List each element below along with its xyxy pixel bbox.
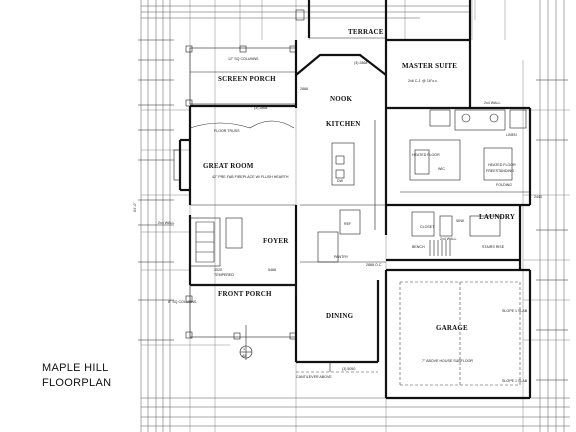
label-kitchen: KITCHEN [326, 120, 360, 128]
left-dimension-ticks [138, 39, 568, 381]
note-stairs-rise: STAIRS RISE [482, 245, 505, 249]
note-linen: LINEN [506, 133, 517, 137]
laundry-walls [386, 203, 530, 270]
note-freestanding: FREESTANDING [486, 169, 514, 173]
label-bench: BENCH [412, 245, 425, 249]
note-tub: 2x6 C.J. @ 16"o.c. [408, 79, 438, 83]
note-2x4-wall-left: 2x4 WALL [158, 221, 174, 225]
note-floor-truss: FLOOR TRUSS [214, 129, 240, 133]
section-number: 1 [243, 347, 245, 351]
note-door-b: (3) 2868 [354, 61, 367, 65]
note-cantilever: CANTILEVER ABOVE [296, 375, 332, 379]
title-line-1: MAPLE HILL [42, 362, 109, 374]
note-sink: SINK [456, 219, 465, 223]
label-laundry: LAUNDRY [479, 213, 515, 221]
master-suite-walls [386, 0, 532, 205]
label-ref: REF [344, 222, 352, 226]
label-foyer: FOYER [263, 237, 289, 245]
label-great-room: GREAT ROOM [203, 162, 254, 170]
great-room-walls [173, 106, 296, 206]
note-door-2868b: 2868 O.C. [366, 263, 382, 267]
note-slope-upper: SLOPE 1 SLAB [502, 309, 528, 313]
label-screen-porch: SCREEN PORCH [218, 75, 276, 83]
label-wic: WIC [438, 167, 445, 171]
note-door-2868: 2868 [300, 87, 308, 91]
note-door-a: (3) 2868 [254, 106, 267, 110]
note-door-3020: 3020 [214, 268, 222, 272]
foyer-walls [188, 205, 386, 295]
screen-porch-walls [185, 40, 298, 108]
note-2x4-wall-laundry: 2x4 WALL [440, 237, 456, 241]
note-heated-floor-2: HEATED FLOOR [488, 163, 516, 167]
note-heated-floor: HEATED FLOOR [412, 153, 440, 157]
note-door-5050: (3) 5050 [342, 367, 355, 371]
note-columns-lower: 8" SQ COLUMNS [168, 300, 197, 304]
section-sheet: A5 [242, 354, 246, 358]
title-block: MAPLE HILL FLOORPLAN [42, 361, 152, 391]
note-seven-above: 7" ABOVE HOUSE SUBFLOOR [422, 359, 473, 363]
dining-walls [294, 280, 380, 373]
section-marker [239, 325, 253, 360]
label-dining: DINING [326, 312, 354, 320]
kitchen-walls [295, 53, 388, 235]
label-closet: CLOSET [420, 225, 435, 229]
note-door-2440: 2440 [534, 195, 542, 199]
dim-64: 64'-0" [133, 202, 137, 212]
label-front-porch: FRONT PORCH [218, 290, 272, 298]
note-fireplace: 42" PRE-FAB FIREPLACE W/ FLUSH HEARTH [212, 175, 289, 179]
label-garage: GARAGE [436, 324, 468, 332]
note-tempered: TEMPERED [214, 273, 234, 277]
note-folding: FOLDING [496, 183, 512, 187]
label-master-suite: MASTER SUITE [402, 62, 457, 70]
note-columns: 12" SQ COLUMNS [228, 57, 259, 61]
label-pantry: PANTRY [334, 255, 349, 259]
note-slope-lower: SLOPE 1 SLAB [502, 379, 528, 383]
note-2x4-wall-right: 2x4 WALL [484, 101, 500, 105]
title-line-2: FLOORPLAN [42, 377, 112, 389]
note-door-5468: 5468 [268, 268, 276, 272]
label-terrace: TERRACE [348, 28, 384, 36]
label-nook: NOOK [330, 95, 353, 103]
label-dw: DW [337, 179, 344, 183]
terrace-walls [295, 0, 388, 60]
garage-walls [384, 268, 532, 400]
